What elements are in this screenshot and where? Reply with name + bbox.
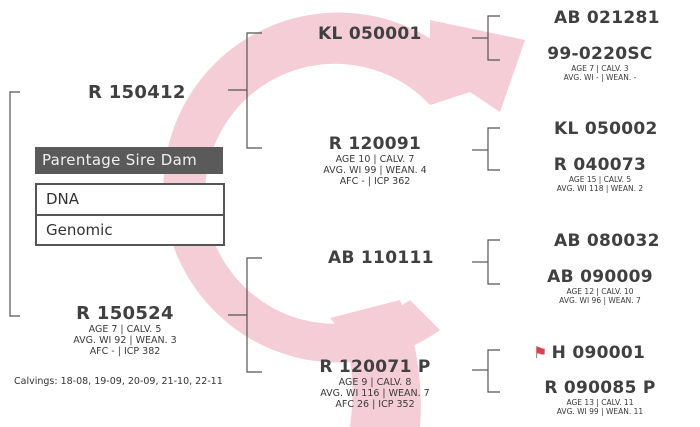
sire-dam-line3: AFC - | ICP 362 <box>290 176 460 187</box>
dam-dam-dam-id[interactable]: R 090085 P <box>537 378 663 398</box>
dam-dam-block[interactable]: R 120071 P AGE 9 | CALV. 8 AVG. WI 116 |… <box>290 357 460 410</box>
flag-marker-icon: ⚑ <box>533 343 548 362</box>
dam-dam-id[interactable]: R 120071 P <box>290 357 460 377</box>
dam-sire-dam-line2: AVG. WI 96 | WEAN. 7 <box>537 296 663 305</box>
sire-dam-dam-block[interactable]: R 040073 AGE 15 | CALV. 5 AVG. WI 118 | … <box>537 155 663 193</box>
sire-sire-dam-block[interactable]: 99-0220SC AGE 7 | CALV. 3 AVG. WI - | WE… <box>540 44 660 82</box>
sire-dam-sire-id[interactable]: KL 050002 <box>554 119 658 139</box>
dam-line3: AFC - | ICP 382 <box>40 346 210 357</box>
sire-dam-line2: AVG. WI 99 | WEAN. 4 <box>290 165 460 176</box>
dam-dam-dam-block[interactable]: R 090085 P AGE 13 | CALV. 11 AVG. WI 99 … <box>537 378 663 416</box>
dam-calvings: Calvings: 18-08, 19-09, 20-09, 21-10, 22… <box>14 376 223 387</box>
sire-sire-id[interactable]: KL 050001 <box>318 24 422 44</box>
sire-dam-dam-line1: AGE 15 | CALV. 5 <box>537 175 663 184</box>
dam-sire-dam-line1: AGE 12 | CALV. 10 <box>537 287 663 296</box>
dam-dam-dam-line2: AVG. WI 99 | WEAN. 11 <box>537 407 663 416</box>
dam-sire-sire-id[interactable]: AB 080032 <box>554 231 660 251</box>
legend-header: Parentage Sire Dam <box>35 147 223 174</box>
sire-id[interactable]: R 150412 <box>88 82 186 103</box>
dam-sire-id[interactable]: AB 110111 <box>328 248 434 268</box>
sire-dam-block[interactable]: R 120091 AGE 10 | CALV. 7 AVG. WI 99 | W… <box>290 134 460 187</box>
sire-dam-dam-id[interactable]: R 040073 <box>537 155 663 175</box>
sire-sire-sire-id[interactable]: AB 021281 <box>554 8 660 28</box>
dam-id[interactable]: R 150524 <box>40 303 210 324</box>
sire-sire-dam-id[interactable]: 99-0220SC <box>540 44 660 64</box>
sire-sire-dam-line1: AGE 7 | CALV. 3 <box>540 64 660 73</box>
legend-option-dna[interactable]: DNA <box>37 185 223 214</box>
dam-dam-sire-id[interactable]: H 090001 <box>552 343 646 363</box>
dam-dam-line2: AVG. WI 116 | WEAN. 7 <box>290 388 460 399</box>
sire-dam-line1: AGE 10 | CALV. 7 <box>290 154 460 165</box>
dam-dam-line3: AFC 26 | ICP 352 <box>290 399 460 410</box>
legend-option-genomic[interactable]: Genomic <box>37 214 223 243</box>
dam-sire-dam-block[interactable]: AB 090009 AGE 12 | CALV. 10 AVG. WI 96 |… <box>537 267 663 305</box>
sire-dam-id[interactable]: R 120091 <box>290 134 460 154</box>
dam-block[interactable]: R 150524 AGE 7 | CALV. 5 AVG. WI 92 | WE… <box>40 303 210 357</box>
sire-dam-dam-line2: AVG. WI 118 | WEAN. 2 <box>537 184 663 193</box>
sire-sire-dam-line2: AVG. WI - | WEAN. - <box>540 73 660 82</box>
dam-sire-dam-id[interactable]: AB 090009 <box>537 267 663 287</box>
dam-dam-line1: AGE 9 | CALV. 8 <box>290 377 460 388</box>
dam-line2: AVG. WI 92 | WEAN. 3 <box>40 335 210 346</box>
legend-options: DNA Genomic <box>35 183 225 246</box>
dam-dam-dam-line1: AGE 13 | CALV. 11 <box>537 398 663 407</box>
dam-dam-sire-row[interactable]: ⚑H 090001 <box>533 343 645 363</box>
dam-line1: AGE 7 | CALV. 5 <box>40 324 210 335</box>
